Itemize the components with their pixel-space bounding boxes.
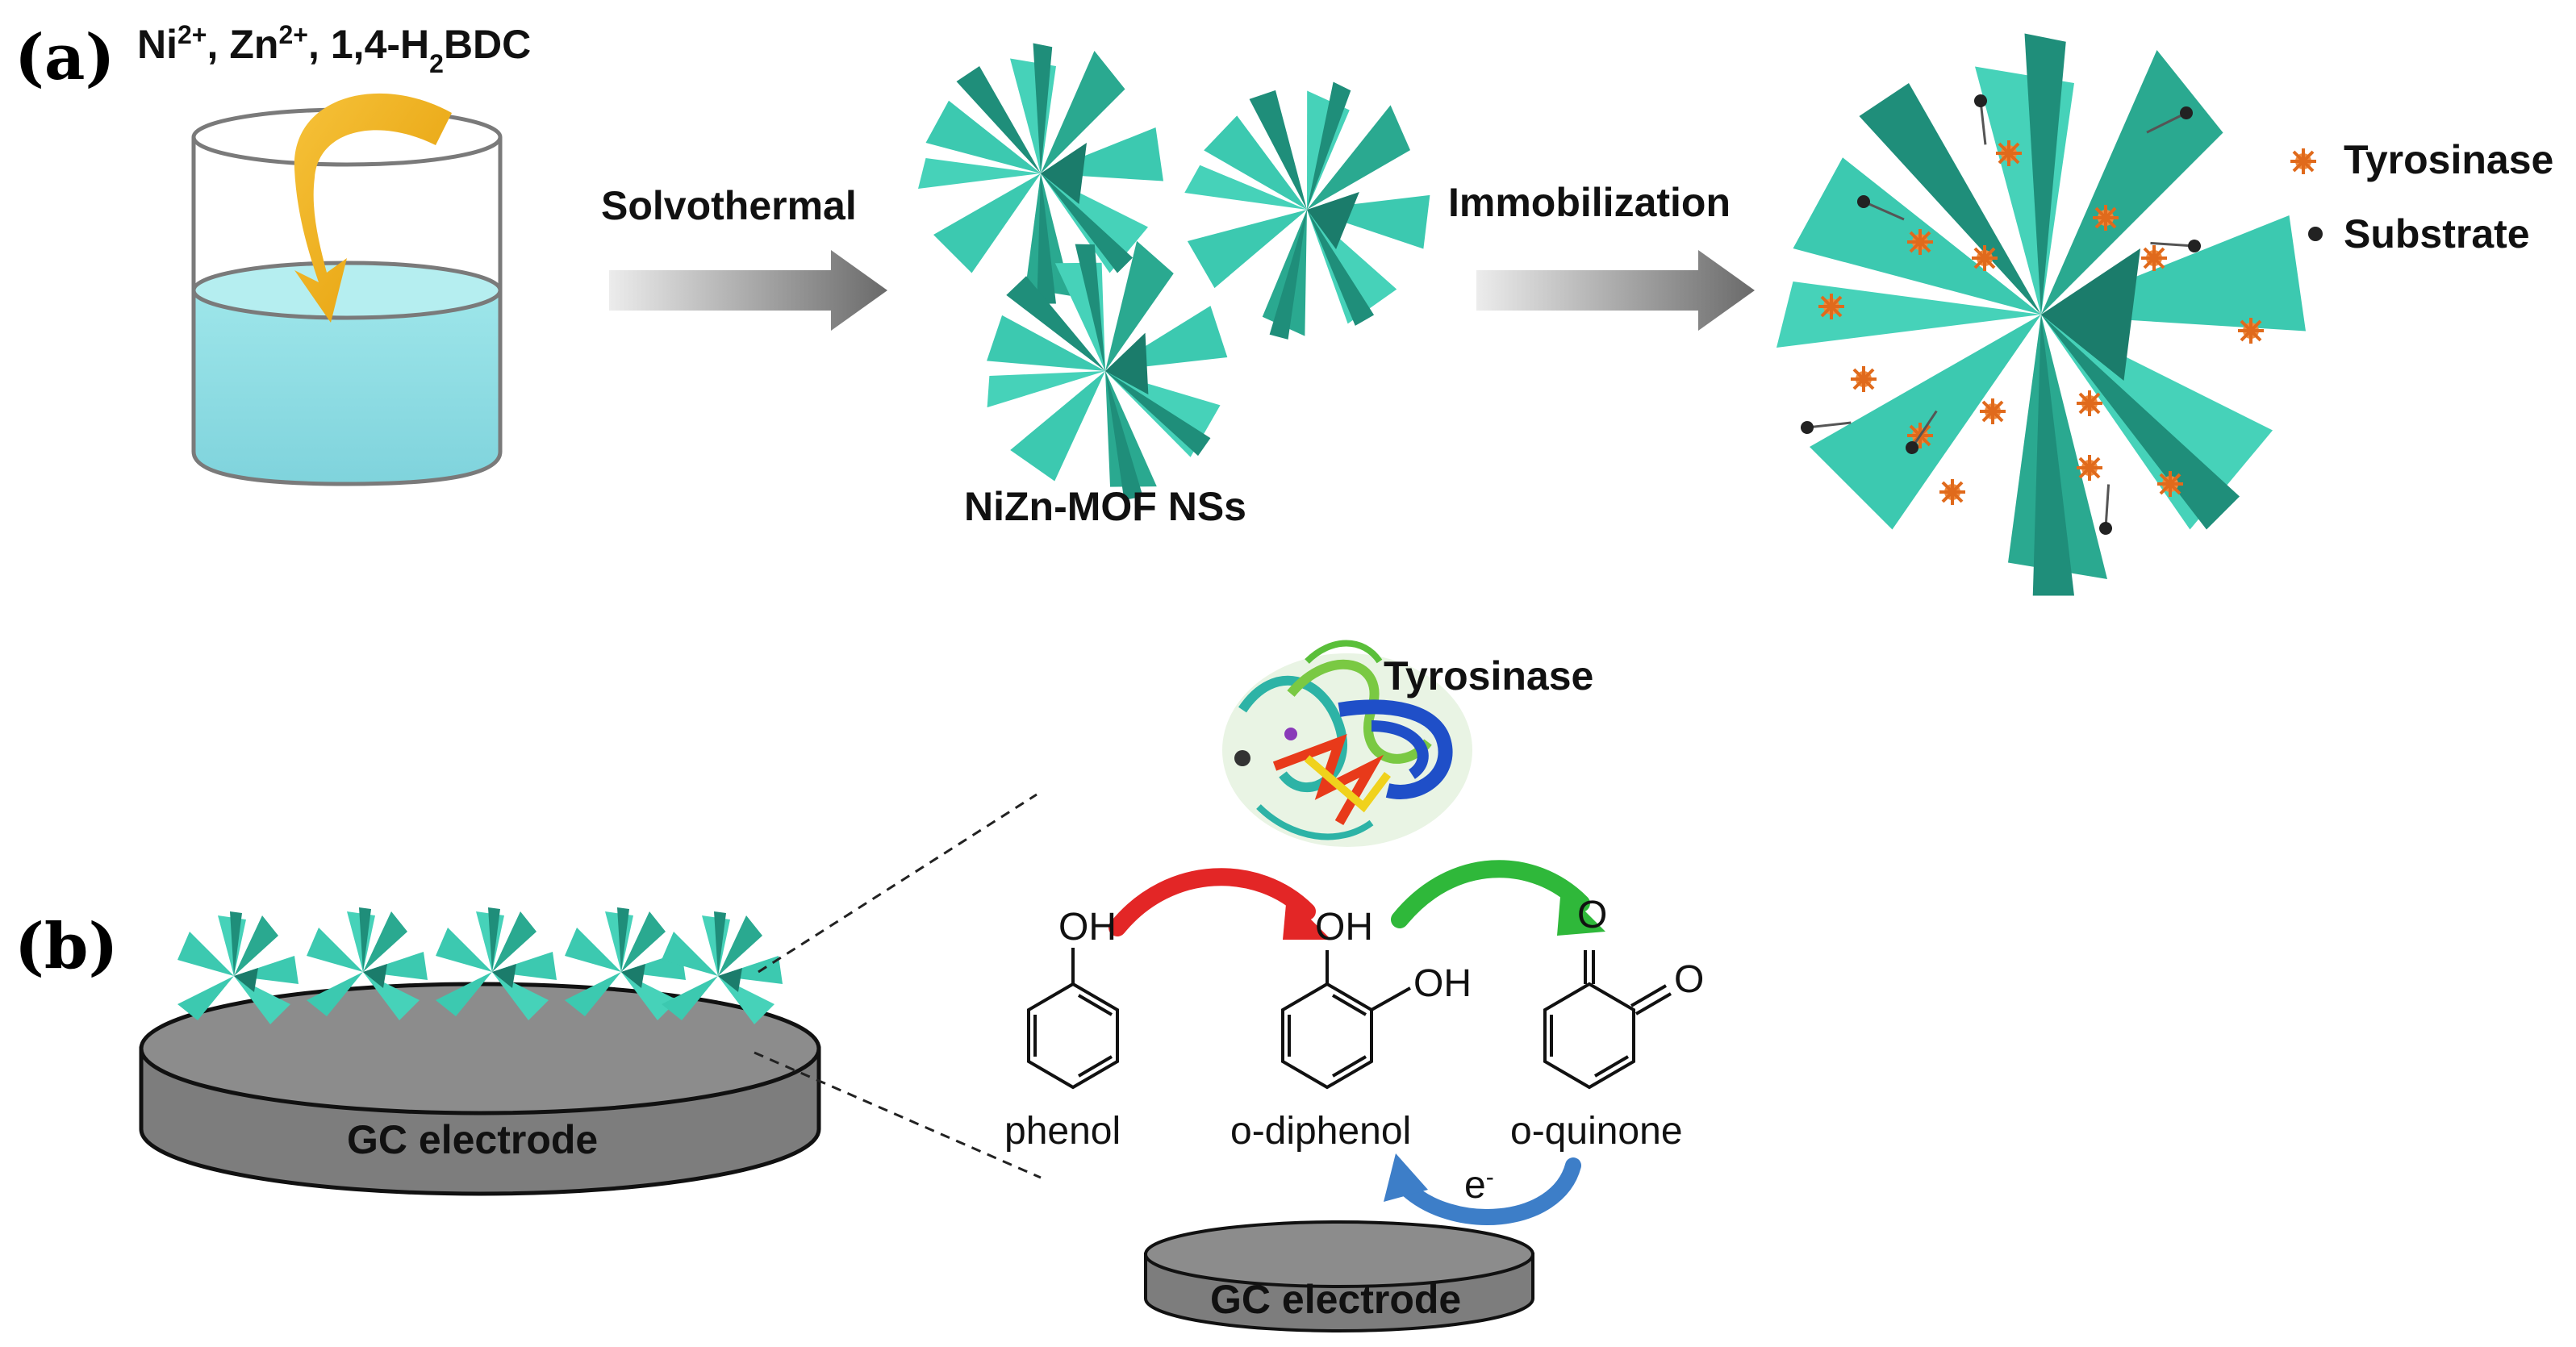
o-diphenol-oh-top-label: OH: [1315, 906, 1373, 949]
electron-transfer-arrow: [1396, 1157, 1581, 1225]
o-diphenol-label: o-diphenol: [1230, 1110, 1411, 1153]
gc-electrode-small-label: GC electrode: [1210, 1277, 1461, 1322]
o-quinone-o-top-label: O: [1577, 894, 1607, 936]
panel-b-label: (b): [15, 910, 118, 983]
legend: Tyrosinase Substrate: [2289, 137, 2553, 256]
solvothermal-label: Solvothermal: [601, 183, 857, 228]
beaker: [191, 107, 503, 486]
green-reaction-arrow: [1391, 860, 1590, 928]
solvothermal-arrow: [609, 250, 887, 331]
legend-substrate-label: Substrate: [2344, 211, 2530, 256]
o-quinone-molecule: [1543, 950, 1672, 1090]
electron-label: e-: [1464, 1164, 1494, 1207]
o-quinone-label: o-quinone: [1510, 1110, 1683, 1153]
legend-tyrosinase-label: Tyrosinase: [2344, 137, 2553, 182]
zoom-line-top: [758, 793, 1037, 974]
gold-curved-arrow: [294, 93, 452, 323]
o-quinone-o-side-label: O: [1674, 958, 1704, 1001]
gc-electrode-main-label: GC electrode: [347, 1117, 598, 1162]
phenol-oh-label: OH: [1058, 906, 1117, 949]
zoom-line-bottom: [754, 1051, 1042, 1179]
tyrosinase-enzyme-icon: [2289, 147, 2318, 176]
gc-electrode-small: GC electrode: [1144, 1220, 1534, 1332]
immobilization-label: Immobilization: [1448, 180, 1731, 225]
panel-a-label: (a): [15, 21, 115, 94]
gc-electrode-main: GC electrode: [139, 982, 821, 1196]
tyrosinase-protein-icon: [1222, 640, 1472, 847]
immobilization-arrow: [1476, 250, 1755, 331]
enzyme-loaded-nanoflower: [1776, 33, 2306, 596]
reagents-label: Ni2+,Zn2+,1,4-H2BDC: [137, 20, 531, 78]
substrate-dot-icon: [2308, 227, 2323, 241]
phenol-molecule: [1027, 948, 1119, 1090]
beaker-liquid: [194, 290, 500, 484]
tyrosinase-protein-label: Tyrosinase: [1384, 653, 1593, 699]
nizn-mof-label: NiZn-MOF NSs: [964, 484, 1246, 529]
red-reaction-arrow: [1108, 868, 1316, 936]
o-diphenol-molecule: [1281, 950, 1411, 1090]
o-diphenol-oh-side-label: OH: [1413, 962, 1472, 1005]
mof-nanoflower-1: [918, 43, 1163, 304]
phenol-label: phenol: [1004, 1110, 1121, 1153]
mof-nanoflowers: [918, 43, 1459, 521]
